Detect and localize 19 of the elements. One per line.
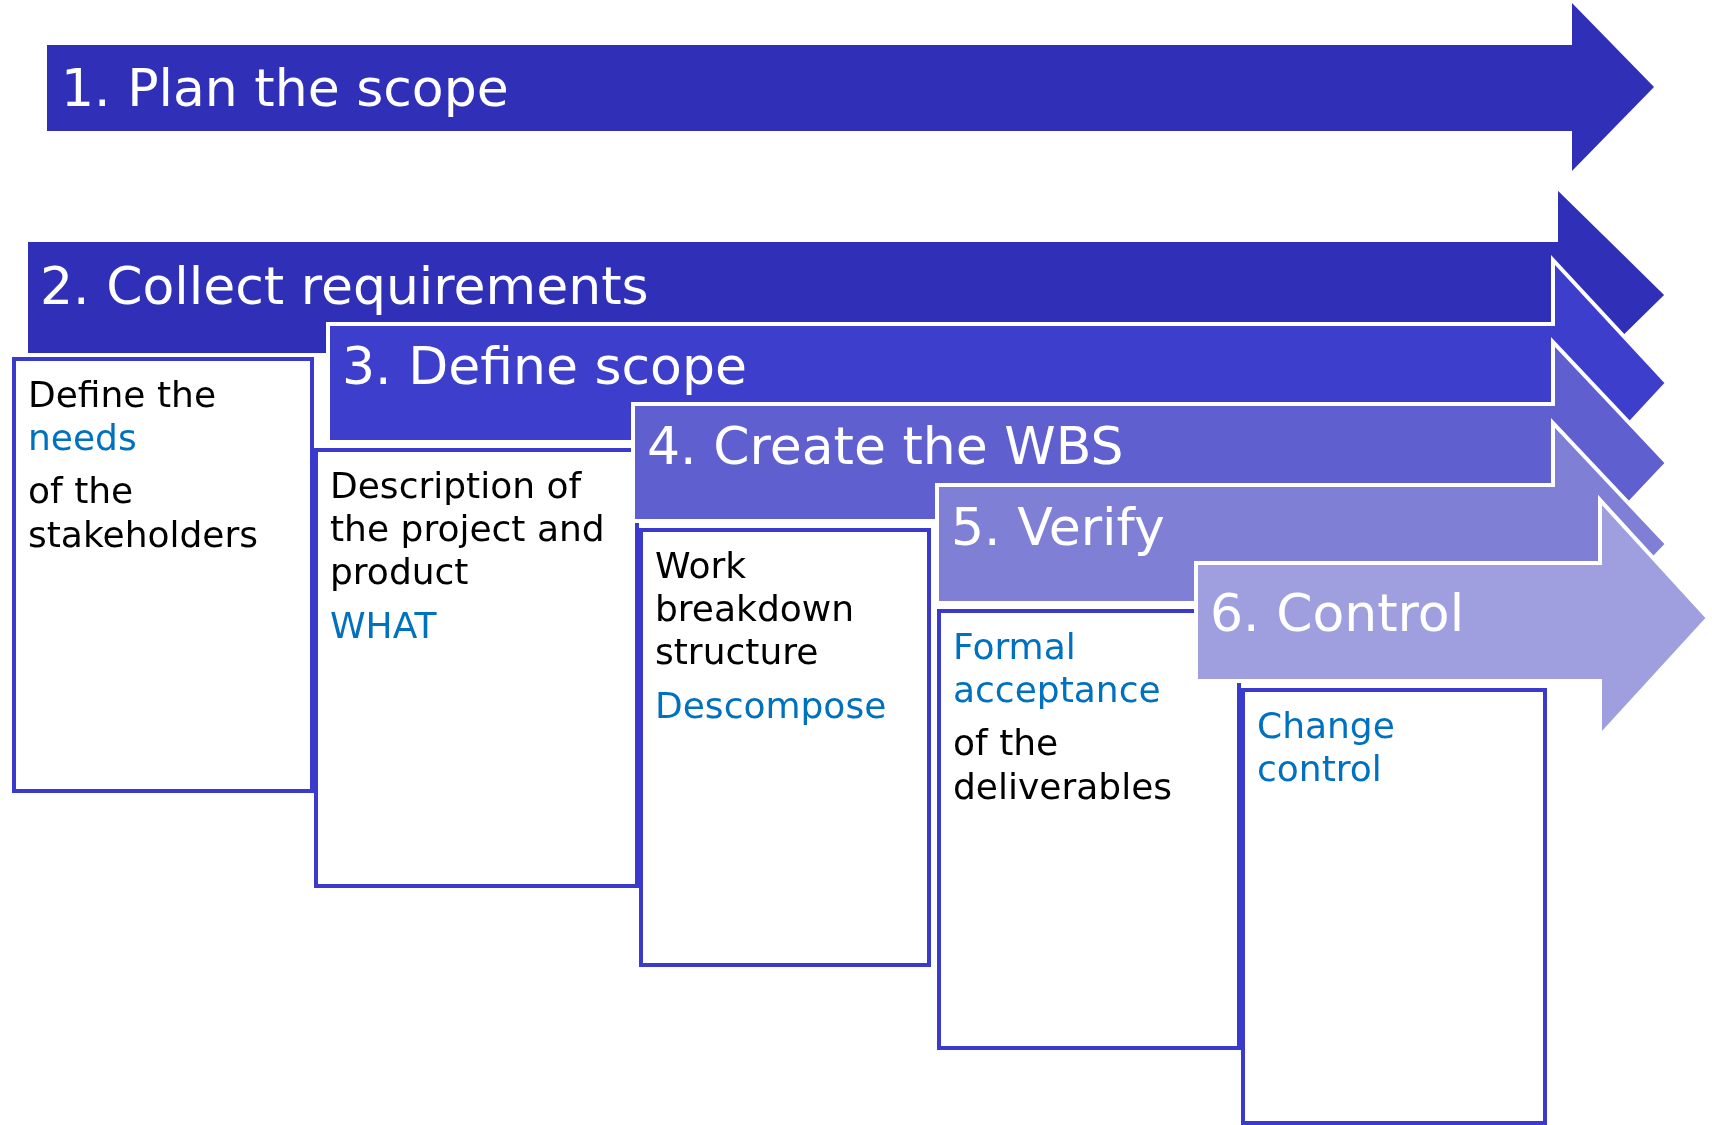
- step-title: 5. Verify: [951, 496, 1165, 559]
- description-text: Description of the project and product: [330, 464, 606, 594]
- step-title: 6. Control: [1210, 582, 1465, 645]
- description-text: of the stakeholders: [28, 469, 260, 556]
- text-card: [12, 357, 314, 793]
- text-card: [1241, 688, 1547, 1125]
- step-title: 1. Plan the scope: [61, 57, 509, 120]
- keyword-text: Formal acceptance: [953, 625, 1162, 712]
- keyword-text: Change control: [1257, 704, 1396, 791]
- keyword-text: needs: [28, 416, 138, 460]
- text-card: [639, 528, 931, 967]
- description-text: Define the: [28, 373, 218, 417]
- step-title: 4. Create the WBS: [647, 415, 1124, 478]
- description-text: of the deliverables: [953, 721, 1174, 808]
- step-title: 3. Define scope: [342, 335, 747, 398]
- keyword-text: WHAT: [330, 603, 438, 647]
- keyword-text: Descompose: [655, 683, 888, 727]
- step-title: 2. Collect requirements: [40, 255, 649, 318]
- description-text: Work breakdown structure: [655, 544, 856, 674]
